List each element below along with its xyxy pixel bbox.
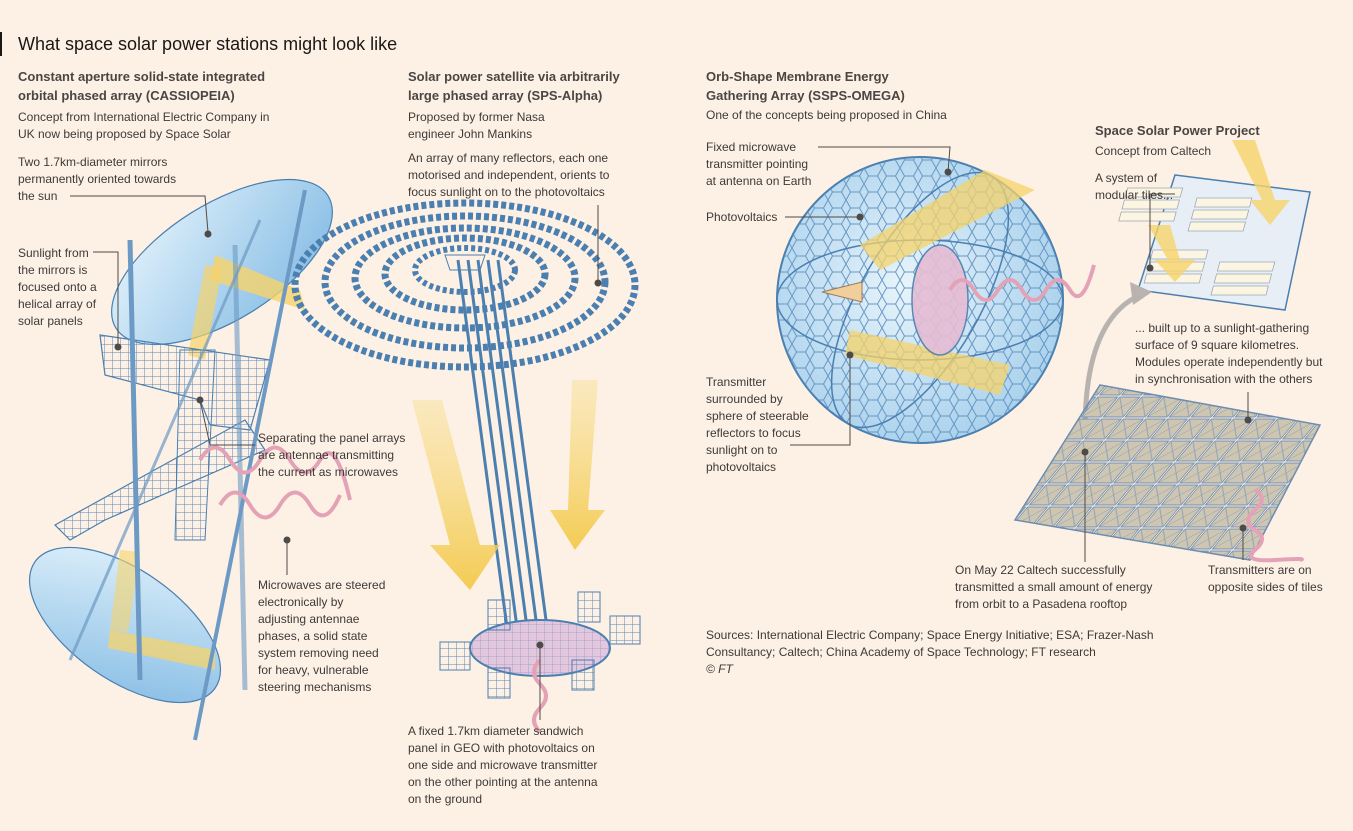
sps-alpha-heading: Solar power satellite via arbitrarily la…	[408, 69, 620, 103]
cassiopeia-illustration	[28, 178, 352, 741]
sunbeam-lower	[108, 630, 215, 670]
caltech-illustration	[1013, 140, 1322, 563]
scale-up-arrow	[1082, 292, 1142, 431]
antenna-core	[174, 349, 216, 541]
sunbeam-left	[412, 400, 500, 590]
helical-panel-lower	[54, 419, 266, 541]
sunbeam-lower-2	[110, 550, 140, 632]
cassiopeia-microwaves-note: Microwaves are steered electronically by…	[258, 578, 386, 694]
photovoltaic-disc	[911, 244, 969, 356]
omega-transmitter-fixed-note: Fixed microwave transmitter pointing at …	[706, 140, 812, 188]
omega-transmitter-sphere-note: Transmitter surrounded by sphere of stee…	[706, 375, 809, 474]
sps-alpha-leaders	[536, 205, 602, 720]
caltech-opposite-note: Transmitters are on opposite sides of ti…	[1208, 563, 1323, 594]
sources-note: Sources: International Electric Company;…	[706, 628, 1154, 659]
omega-heading: Orb-Shape Membrane Energy Gathering Arra…	[706, 69, 905, 103]
caltech-leaders	[1081, 193, 1252, 562]
microwave-wave-1	[198, 445, 352, 501]
tile-surface	[1013, 384, 1322, 561]
sunbeam-omega-1	[860, 170, 1035, 270]
cassiopeia-intro: Concept from International Electric Comp…	[18, 110, 270, 141]
cassiopeia-mirrors-note: Two 1.7km-diameter mirrors permanently o…	[18, 155, 177, 203]
sunbeam-right	[550, 380, 605, 550]
microwave-wave-omega	[948, 264, 1096, 302]
transmitter-cone	[821, 281, 863, 303]
cassiopeia-sunlight-note: Sunlight from the mirrors is focused ont…	[18, 246, 97, 328]
sps-alpha-illustration	[291, 199, 641, 734]
sunbeam-omega-2	[845, 330, 1010, 395]
microwave-wave-caltech	[1246, 488, 1304, 563]
cassiopeia-heading: Constant aperture solid-state integrated…	[18, 69, 266, 103]
sps-alpha-reflectors-note: An array of many reflectors, each one mo…	[408, 151, 610, 199]
cassiopeia-antennae-note: Separating the panel arrays are antennae…	[258, 431, 406, 479]
sps-alpha-intro: Proposed by former Nasa engineer John Ma…	[408, 110, 545, 141]
copyright: © FT	[706, 662, 733, 676]
omega-illustration	[776, 156, 1096, 444]
sunbeam-mid	[188, 265, 222, 360]
caltech-intro: Concept from Caltech	[1095, 144, 1212, 158]
omega-leaders	[785, 146, 952, 446]
caltech-may22-note: On May 22 Caltech successfully transmitt…	[955, 563, 1153, 611]
omega-photovoltaics-note: Photovoltaics	[706, 210, 778, 224]
sunbeam-caltech-1	[1232, 140, 1290, 225]
microwave-wave-alpha	[532, 658, 548, 734]
caltech-tiles-note: A system of modular tiles...	[1095, 171, 1174, 202]
cassiopeia-leaders	[70, 195, 291, 575]
caltech-surface-note: ... built up to a sunlight-gathering sur…	[1135, 321, 1323, 386]
frame-marker	[0, 32, 2, 56]
page-title: What space solar power stations might lo…	[18, 34, 398, 54]
sps-alpha-panel-note: A fixed 1.7km diameter sandwich panel in…	[408, 724, 598, 806]
omega-intro: One of the concepts being proposed in Ch…	[706, 108, 947, 122]
caltech-heading: Space Solar Power Project	[1095, 123, 1260, 138]
microwave-wave-2	[218, 490, 342, 520]
sunbeam-caltech-2	[1148, 225, 1195, 282]
